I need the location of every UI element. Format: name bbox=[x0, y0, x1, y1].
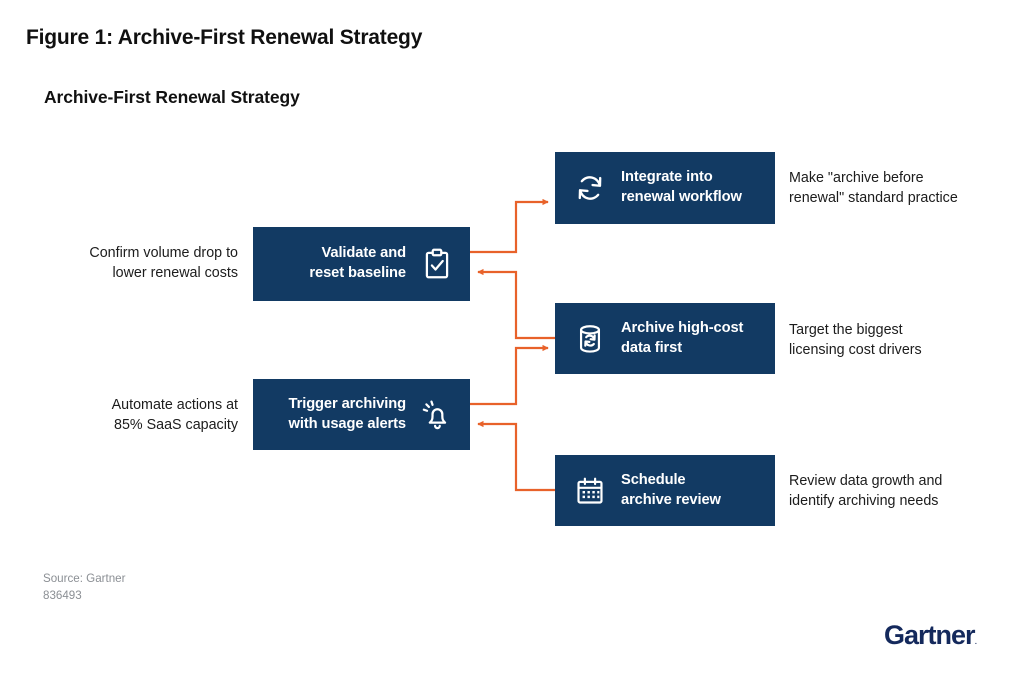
node-integrate-renewal-workflow[interactable]: Integrate into renewal workflow bbox=[555, 152, 775, 224]
node-label-archive-high-cost-data: Archive high-cost data first bbox=[621, 319, 744, 356]
gartner-logo: Gartner. bbox=[884, 620, 977, 651]
node-archive-high-cost-data[interactable]: Archive high-cost data first bbox=[555, 303, 775, 374]
connector-validate-to-integrate bbox=[470, 198, 549, 254]
caption-validate-reset-baseline: Confirm volume drop to lower renewal cos… bbox=[89, 245, 238, 282]
registered-mark-icon: . bbox=[974, 636, 978, 647]
caption-schedule-archive-review: Review data growth and identify archivin… bbox=[789, 473, 943, 510]
calendar-icon bbox=[573, 474, 607, 508]
node-label-validate-reset-baseline: Validate and reset baseline bbox=[309, 245, 406, 281]
chart-title: Archive-First Renewal Strategy bbox=[44, 87, 300, 107]
node-trigger-archiving[interactable]: Trigger archiving with usage alerts bbox=[253, 379, 470, 450]
gartner-logo-text: Gartner bbox=[884, 620, 976, 650]
clipboard-check-icon bbox=[420, 247, 454, 281]
node-schedule-archive-review[interactable]: Schedule archive review bbox=[555, 455, 775, 526]
connector-trigger-to-archive bbox=[470, 344, 549, 406]
connector-schedule-to-trigger bbox=[477, 420, 555, 492]
source-doc-id: 836493 bbox=[43, 589, 82, 603]
node-label-integrate-renewal-workflow: Integrate into renewal workflow bbox=[621, 169, 742, 205]
source-label: Source: Gartner bbox=[43, 572, 126, 585]
bell-alert-icon bbox=[420, 398, 454, 432]
sync-refresh-icon bbox=[573, 171, 607, 205]
node-validate-reset-baseline[interactable]: Validate and reset baseline bbox=[253, 227, 470, 301]
source-block: Source: Gartner 836493 bbox=[43, 570, 125, 605]
database-sync-icon bbox=[573, 322, 607, 356]
node-label-trigger-archiving: Trigger archiving with usage alerts bbox=[288, 395, 407, 432]
caption-archive-high-cost-data: Target the biggest licensing cost driver… bbox=[789, 322, 922, 359]
node-label-schedule-archive-review: Schedule archive review bbox=[621, 471, 721, 508]
page-title: Figure 1: Archive-First Renewal Strategy bbox=[26, 26, 423, 49]
connector-archive-to-validate bbox=[477, 268, 555, 340]
caption-trigger-archiving: Automate actions at 85% SaaS capacity bbox=[111, 397, 238, 434]
caption-integrate-renewal-workflow: Make "archive before renewal" standard p… bbox=[789, 170, 958, 207]
